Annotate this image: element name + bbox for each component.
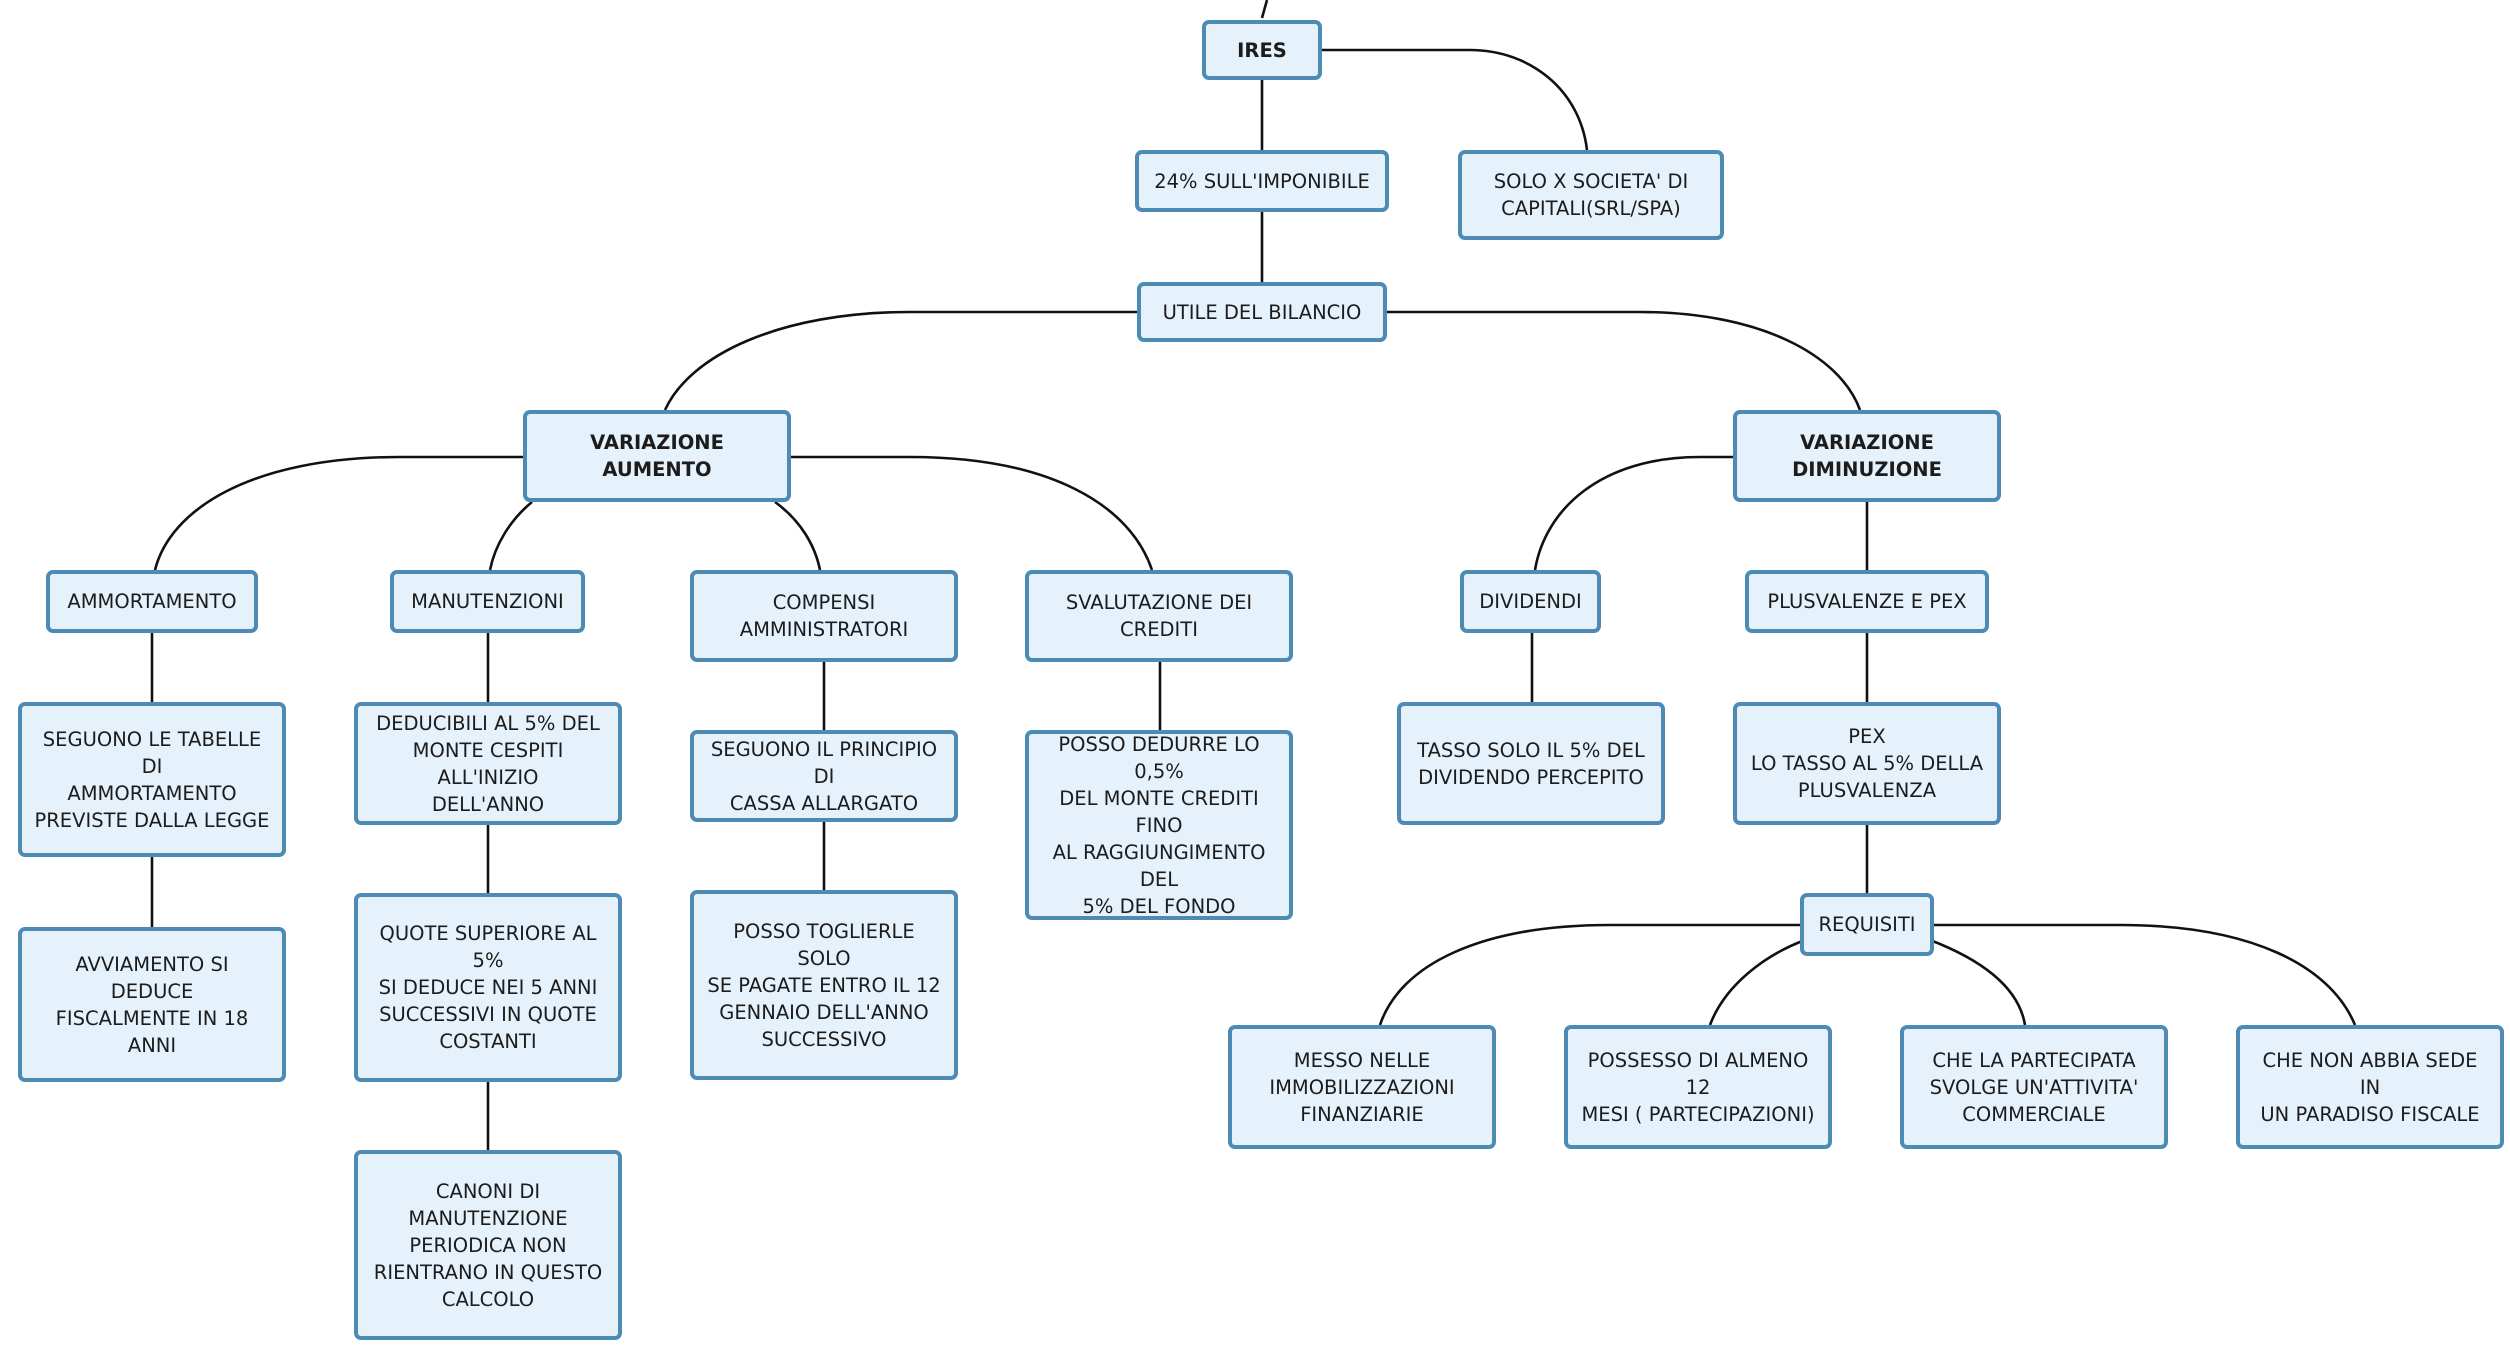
edge-into-ires [1260, 0, 1269, 19]
node-requisiti: REQUISITI [1800, 893, 1934, 956]
node-svalutazione-crediti: SVALUTAZIONE DEI CREDITI [1025, 570, 1293, 662]
node-variazione-aumento: VARIAZIONE AUMENTO [523, 410, 791, 502]
node-24-percent: 24% SULL'IMPONIBILE [1135, 150, 1389, 212]
edge-ires-solo-societa [1322, 48, 1589, 151]
node-ires: IRES [1202, 20, 1322, 80]
node-principio-cassa: SEGUONO IL PRINCIPIO DI CASSA ALLARGATO [690, 730, 958, 822]
edge-requisiti-paradiso [1932, 923, 2357, 1026]
node-compensi-amministratori: COMPENSI AMMINISTRATORI [690, 570, 958, 662]
node-solo-societa: SOLO X SOCIETA' DI CAPITALI(SRL/SPA) [1458, 150, 1724, 240]
node-variazione-diminuzione: VARIAZIONE DIMINUZIONE [1733, 410, 2001, 502]
node-deducibili-5: DEDUCIBILI AL 5% DEL MONTE CESPITI ALL'I… [354, 702, 622, 825]
node-avviamento: AVVIAMENTO SI DEDUCE FISCALMENTE IN 18 A… [18, 927, 286, 1082]
node-dedurre-crediti: POSSO DEDURRE LO 0,5% DEL MONTE CREDITI … [1025, 730, 1293, 920]
node-canoni-manutenzione: CANONI DI MANUTENZIONE PERIODICA NON RIE… [354, 1150, 622, 1340]
edge-utile-diminuzione [1387, 310, 1862, 411]
node-dividendi: DIVIDENDI [1460, 570, 1601, 633]
node-pex: PEX LO TASSO AL 5% DELLA PLUSVALENZA [1733, 702, 2001, 825]
edge-aumento-compensi [774, 500, 822, 571]
node-manutenzioni: MANUTENZIONI [390, 570, 585, 633]
node-ammortamento: AMMORTAMENTO [46, 570, 258, 633]
edge-utile-aumento [663, 310, 1137, 411]
node-utile-bilancio: UTILE DEL BILANCIO [1137, 282, 1387, 342]
edge-requisiti-partecipata [1929, 938, 2027, 1026]
edge-requisiti-messo [1378, 923, 1802, 1026]
node-immobilizzazioni: MESSO NELLE IMMOBILIZZAZIONI FINANZIARIE [1228, 1025, 1496, 1149]
edge-aumento-manutenzioni [488, 500, 533, 571]
node-paradiso-fiscale: CHE NON ABBIA SEDE IN UN PARADISO FISCAL… [2236, 1025, 2504, 1149]
edge-aumento-ammortamento [153, 455, 525, 571]
edge-diminuzione-dividendi [1533, 455, 1735, 571]
node-quote-superiore: QUOTE SUPERIORE AL 5% SI DEDUCE NEI 5 AN… [354, 893, 622, 1082]
edge-aumento-svalutazione [790, 455, 1154, 571]
edge-requisiti-possesso [1708, 938, 1806, 1026]
node-tasso-dividendo: TASSO SOLO IL 5% DEL DIVIDENDO PERCEPITO [1397, 702, 1665, 825]
node-tabelle-ammortamento: SEGUONO LE TABELLE DI AMMORTAMENTO PREVI… [18, 702, 286, 857]
node-possesso-12-mesi: POSSESSO DI ALMENO 12 MESI ( PARTECIPAZI… [1564, 1025, 1832, 1149]
node-togliere-pagate: POSSO TOGLIERLE SOLO SE PAGATE ENTRO IL … [690, 890, 958, 1080]
node-plusvalenze-pex: PLUSVALENZE E PEX [1745, 570, 1989, 633]
node-attivita-commerciale: CHE LA PARTECIPATA SVOLGE UN'ATTIVITA' C… [1900, 1025, 2168, 1149]
